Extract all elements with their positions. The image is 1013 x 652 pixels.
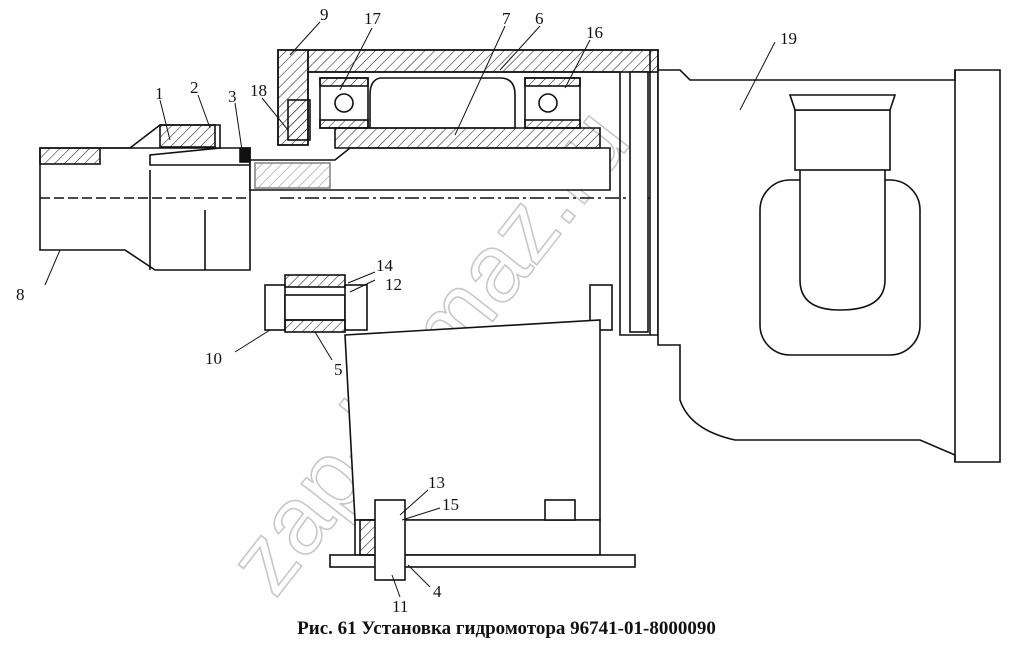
label-18: 18 bbox=[250, 81, 267, 100]
gear-sleeve bbox=[334, 77, 601, 149]
label-7: 7 bbox=[502, 9, 511, 28]
leader-lines bbox=[44, 21, 776, 598]
pump-housing bbox=[657, 69, 1001, 463]
label-8: 8 bbox=[16, 285, 25, 304]
label-19: 19 bbox=[780, 29, 797, 48]
label-13: 13 bbox=[428, 473, 445, 492]
label-17: 17 bbox=[364, 9, 382, 28]
label-3: 3 bbox=[228, 87, 237, 106]
housing bbox=[277, 49, 659, 336]
part-labels: 1 2 3 4 5 6 7 8 9 10 11 12 13 14 15 16 1… bbox=[16, 5, 797, 616]
bearing-16 bbox=[524, 77, 581, 129]
label-16: 16 bbox=[586, 23, 603, 42]
label-10: 10 bbox=[205, 349, 222, 368]
label-12: 12 bbox=[385, 275, 402, 294]
label-6: 6 bbox=[535, 9, 544, 28]
bracket bbox=[329, 319, 636, 581]
seal-18 bbox=[287, 99, 311, 141]
hydraulic-motor bbox=[39, 124, 251, 271]
figure-caption: Рис. 61 Установка гидромотора 96741-01-8… bbox=[297, 618, 716, 639]
label-14: 14 bbox=[376, 256, 394, 275]
bolt-10 bbox=[264, 274, 368, 333]
label-15: 15 bbox=[442, 495, 459, 514]
label-4: 4 bbox=[433, 582, 442, 601]
ring-3 bbox=[239, 147, 251, 163]
label-9: 9 bbox=[320, 5, 329, 24]
label-1: 1 bbox=[155, 84, 164, 103]
label-2: 2 bbox=[190, 78, 199, 97]
motor-shaft bbox=[249, 147, 650, 199]
label-5: 5 bbox=[334, 360, 343, 379]
bearing-17 bbox=[319, 77, 369, 129]
label-11: 11 bbox=[392, 597, 408, 616]
